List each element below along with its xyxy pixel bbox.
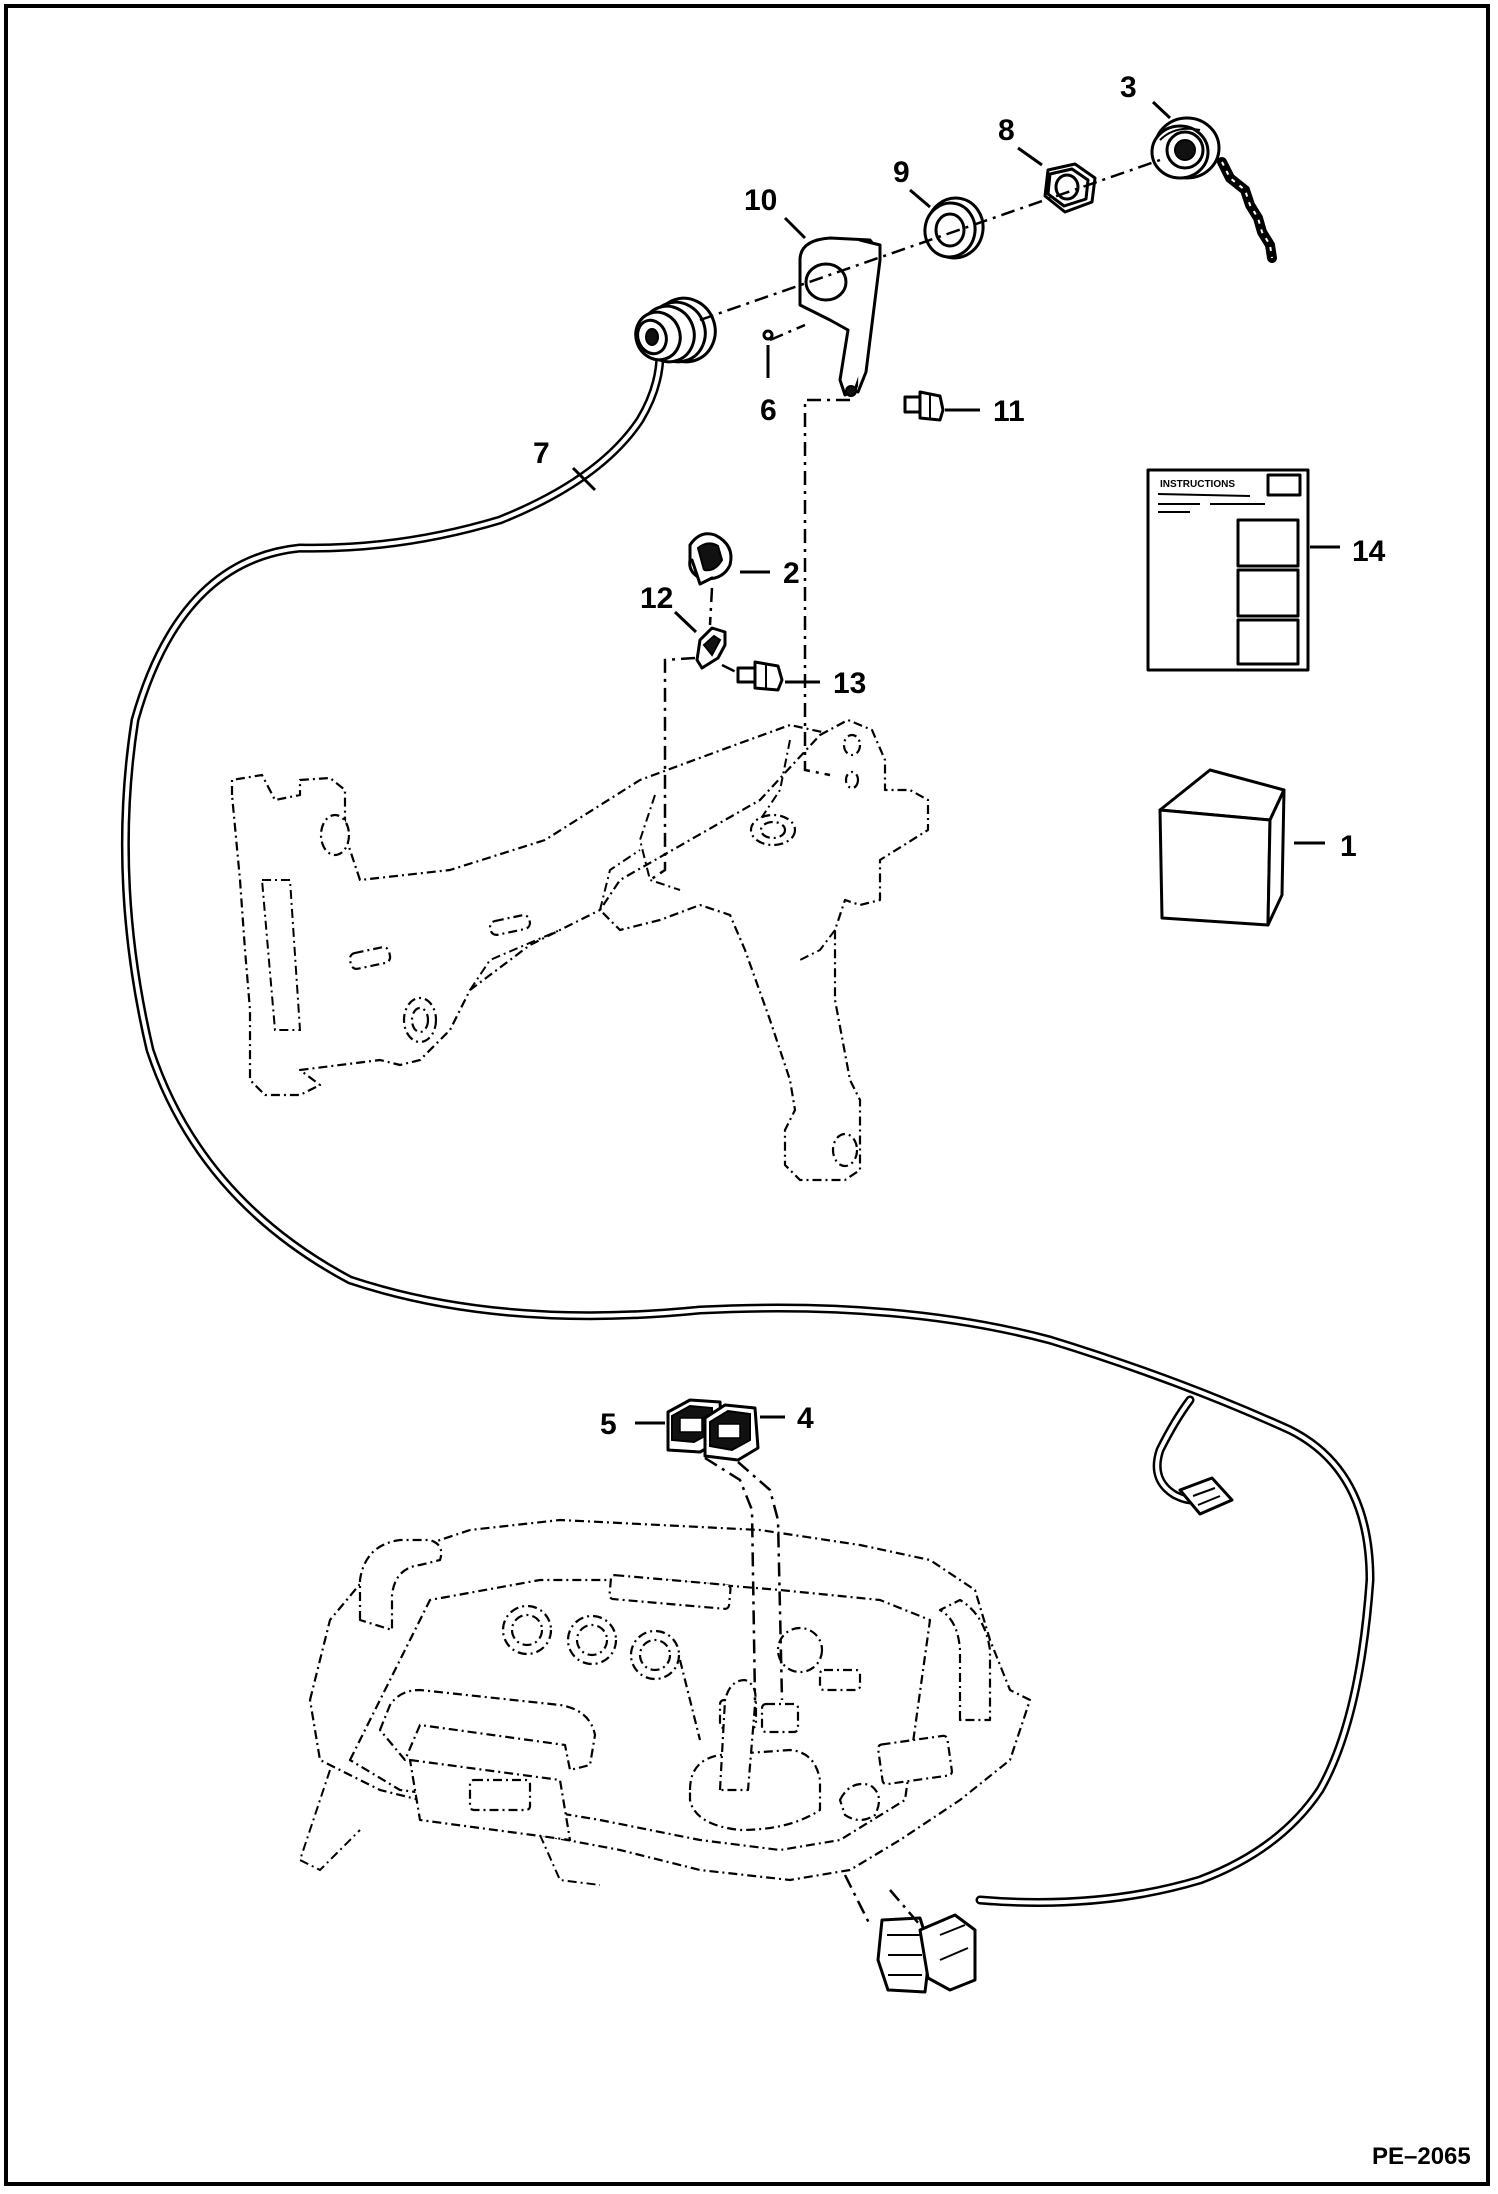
assembly-lines: [649, 158, 1161, 1701]
bolt-13: [736, 660, 784, 692]
callout-6: 6: [760, 394, 777, 427]
instructions-heading: INSTRUCTIONS: [1160, 479, 1235, 490]
callout-7: 7: [533, 437, 550, 470]
bolt-11: [903, 390, 945, 422]
callout-12: 12: [640, 582, 673, 615]
callout-11: 11: [993, 395, 1025, 428]
callout-9: 9: [893, 156, 910, 189]
callout-13: 13: [833, 667, 866, 700]
screw-6: [762, 329, 774, 341]
washer-9: [923, 196, 985, 260]
hex-nut-8: [1043, 162, 1097, 214]
callout-3: 3: [1120, 71, 1137, 104]
callout-8: 8: [998, 114, 1015, 147]
rocker-switch-4: [703, 1403, 760, 1462]
callout-14: 14: [1352, 535, 1386, 568]
callout-5: 5: [600, 1408, 617, 1441]
leader-lines: [571, 100, 1340, 1425]
rubber-boot-7: [634, 296, 717, 364]
operator-control-panel: [298, 1518, 1032, 1886]
harness-panel-connector: [876, 1913, 977, 1994]
callout-2: 2: [783, 557, 800, 590]
callout-10: 10: [744, 184, 777, 217]
instruction-sheet-14: INSTRUCTIONS: [1146, 468, 1310, 672]
power-socket-3: [1150, 116, 1277, 263]
figure-reference: PE–2065: [1372, 2143, 1471, 2170]
lift-arm-assembly: [230, 718, 930, 1182]
clip-12: [695, 626, 727, 670]
package-box-1: [1158, 768, 1286, 927]
harness-branch-connector: [1178, 1476, 1234, 1516]
cable-clamp-2: [688, 532, 733, 586]
callout-1: 1: [1340, 830, 1357, 863]
callout-4: 4: [797, 1402, 814, 1435]
